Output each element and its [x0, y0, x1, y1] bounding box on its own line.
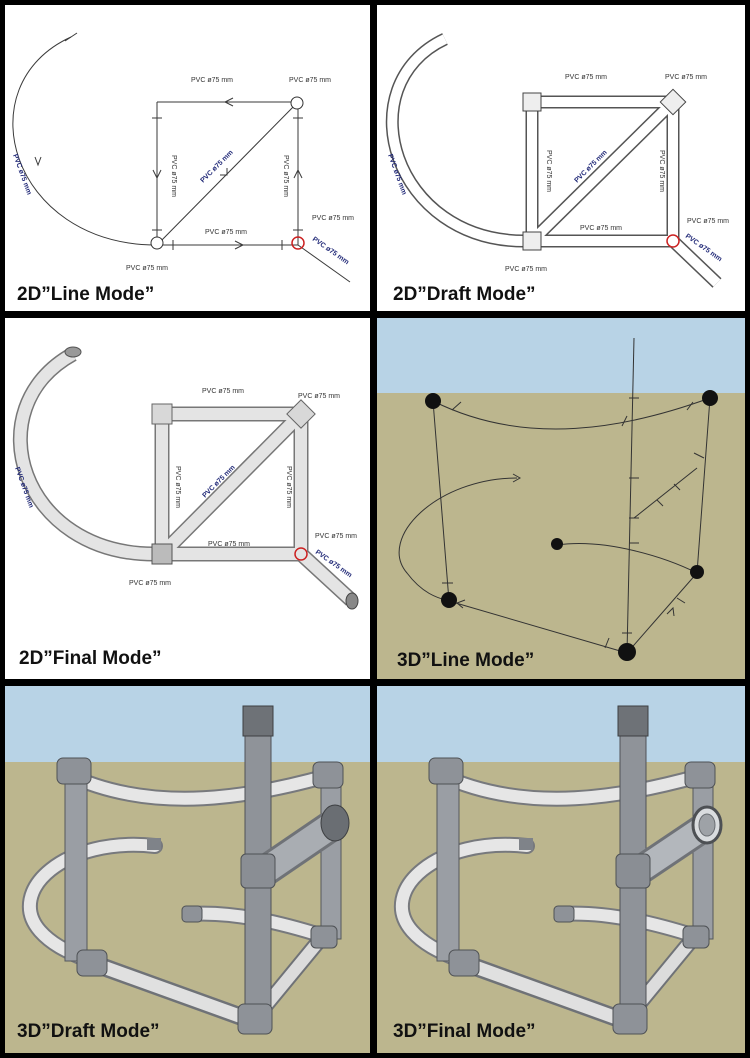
elbow-fitting [448, 949, 480, 977]
joint-circle [150, 236, 164, 250]
highlight-joint-circle [291, 236, 305, 250]
right-bottom-line [626, 572, 698, 654]
pipe-label: PVC ø75 mm [199, 149, 234, 184]
elbow-fitting [76, 949, 108, 977]
pipe-label: PVC ø75 mm [208, 541, 250, 548]
pipe-label: PVC ø75 mm [687, 218, 729, 225]
right-back-post-line [696, 397, 711, 574]
coupling-fitting [181, 905, 203, 923]
coupling-fitting [553, 905, 575, 923]
panel-3d-line-mode: 3D”Line Mode” [377, 318, 745, 679]
outlet-end-cap [320, 804, 350, 842]
post-cap [617, 705, 649, 737]
pipe-label: PVC ø75 mm [202, 388, 244, 395]
outlet-pipe-line [297, 244, 351, 283]
final-drawing-3d [393, 705, 723, 1035]
pipe-label: PVC ø75 mm [126, 265, 168, 272]
joint-circle [290, 96, 304, 110]
outlet-opening [698, 813, 716, 837]
pipe-label: PVC ø75 mm [205, 229, 247, 236]
line-drawing-3d [398, 337, 718, 661]
tee-fitting [151, 543, 173, 565]
pipe-label: PVC ø75 mm [505, 266, 547, 273]
elbow-fitting [428, 757, 464, 785]
pipe-label: PVC ø75 mm [315, 533, 357, 540]
panel-caption: 2D”Final Mode” [19, 648, 162, 669]
pipe-label: PVC ø75 mm [312, 215, 354, 222]
final-drawing-2d: PVC ø75 mm PVC ø75 mm PVC ø75 mm PVC ø75… [12, 346, 359, 610]
right-back-post [692, 773, 714, 940]
pipe-end-cap [64, 346, 82, 358]
sky-background [5, 686, 370, 762]
panel-3d-final-mode: 3D”Final Mode” [377, 686, 745, 1053]
panel-2d-line-mode: PVC ø75 mm PVC ø75 mm PVC ø75 mm PVC ø75… [5, 5, 370, 311]
panel-caption: 2D”Line Mode” [17, 284, 155, 305]
back-bottom-curve-line [556, 543, 698, 574]
right-back-post [320, 773, 342, 940]
elbow-fitting [312, 761, 344, 789]
sky-background [377, 318, 745, 393]
pipe-end-cap [345, 592, 359, 610]
draft-drawing-2d: PVC ø75 mm PVC ø75 mm PVC ø75 mm PVC ø75… [385, 33, 729, 288]
pipe-label: PVC ø75 mm [170, 155, 177, 197]
elbow-fitting [56, 757, 92, 785]
elbow-fitting [659, 88, 687, 116]
sky-background [377, 686, 745, 762]
elbow-fitting [310, 925, 338, 949]
elbow-fitting [522, 92, 542, 112]
front-bottom-line [448, 600, 628, 654]
top-curve-line [432, 397, 711, 430]
pipe-end [519, 838, 533, 850]
pipe-label: PVC ø75 mm [565, 74, 607, 81]
panel-2d-final-mode: PVC ø75 mm PVC ø75 mm PVC ø75 mm PVC ø75… [5, 318, 370, 679]
joint-node [425, 393, 441, 409]
pipe-end [147, 838, 161, 850]
panel-caption: 3D”Line Mode” [397, 650, 535, 671]
elbow-fitting [682, 925, 710, 949]
highlight-joint-circle [294, 547, 308, 561]
tee-fitting [522, 231, 542, 251]
pipe-label: PVC ø75 mm [129, 580, 171, 587]
outlet-line [633, 467, 698, 519]
pipe-label: PVC ø75 mm [665, 74, 707, 81]
joint-node [690, 565, 704, 579]
pipe-label: PVC ø75 mm [191, 77, 233, 84]
pipe-label: PVC ø75 mm [658, 150, 665, 192]
tee-fitting [612, 1003, 648, 1035]
joint-node [551, 538, 563, 550]
highlight-joint-circle [666, 234, 680, 248]
tee-fitting [615, 853, 651, 889]
pipe-label: PVC ø75 mm [298, 393, 340, 400]
left-front-post [64, 770, 88, 962]
elbow-fitting [684, 761, 716, 789]
pipe-label: PVC ø75 mm [174, 466, 181, 508]
pipe-label: PVC ø75 mm [289, 77, 331, 84]
panel-caption: 3D”Final Mode” [393, 1021, 536, 1042]
left-front-post [436, 770, 460, 962]
panel-3d-draft-mode: 3D”Draft Mode” [5, 686, 370, 1053]
joint-node [441, 592, 457, 608]
pipe-label: PVC ø75 mm [311, 236, 350, 266]
center-tall-post-line [626, 337, 635, 654]
panel-2d-draft-mode: PVC ø75 mm PVC ø75 mm PVC ø75 mm PVC ø75… [377, 5, 745, 311]
pipe-label: PVC ø75 mm [580, 225, 622, 232]
pipe-label: PVC ø75 mm [545, 150, 552, 192]
post-cap [242, 705, 274, 737]
side-curve-line [398, 477, 518, 602]
tee-fitting [240, 853, 276, 889]
line-drawing-2d: PVC ø75 mm PVC ø75 mm PVC ø75 mm PVC ø75… [11, 32, 354, 283]
joint-node [618, 643, 636, 661]
panel-caption: 2D”Draft Mode” [393, 284, 536, 305]
panel-caption: 3D”Draft Mode” [17, 1021, 160, 1042]
tee-fitting [237, 1003, 273, 1035]
elbow-fitting [151, 403, 173, 425]
pipe-label: PVC ø75 mm [282, 155, 289, 197]
pipe-label: PVC ø75 mm [285, 466, 292, 508]
draft-drawing-3d [21, 705, 350, 1035]
curved-pipe-line [12, 36, 158, 246]
left-front-post-line [432, 400, 450, 602]
elbow-fitting [286, 399, 316, 429]
pipe-label: PVC ø75 mm [11, 153, 32, 196]
joint-node [702, 390, 718, 406]
